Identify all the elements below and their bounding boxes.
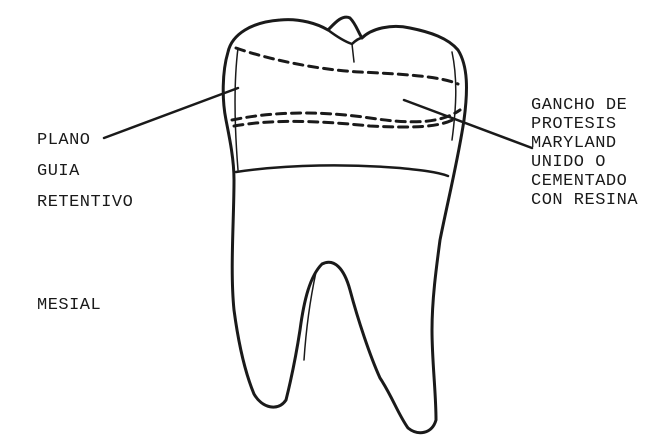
side-label: MESIAL	[37, 296, 101, 315]
crown-inner-line-right	[452, 52, 456, 140]
left-label-line-1: PLANO	[37, 125, 133, 156]
upper-dashed-line	[236, 48, 458, 84]
cervical-line	[236, 165, 448, 176]
right-label-line-6: CON RESINA	[531, 191, 638, 210]
central-fissure	[352, 44, 354, 62]
right-label-line-3: MARYLAND	[531, 134, 638, 153]
right-label-line-2: PROTESIS	[531, 115, 638, 134]
right-label: GANCHO DE PROTESIS MARYLAND UNIDO O CEME…	[531, 96, 638, 210]
right-label-line-5: CEMENTADO	[531, 172, 638, 191]
crown-inner-line	[235, 48, 238, 170]
lower-dashed-line	[234, 118, 456, 127]
middle-dashed-line	[232, 110, 460, 122]
left-label-line-3: RETENTIVO	[37, 187, 133, 218]
left-label: PLANO GUIA RETENTIVO	[37, 125, 133, 218]
left-label-line-2: GUIA	[37, 156, 133, 187]
occlusal-groove	[328, 30, 362, 44]
leader-line-right	[404, 100, 532, 148]
tooth-outline	[223, 17, 466, 433]
right-label-line-1: GANCHO DE	[531, 96, 638, 115]
right-label-line-4: UNIDO O	[531, 153, 638, 172]
